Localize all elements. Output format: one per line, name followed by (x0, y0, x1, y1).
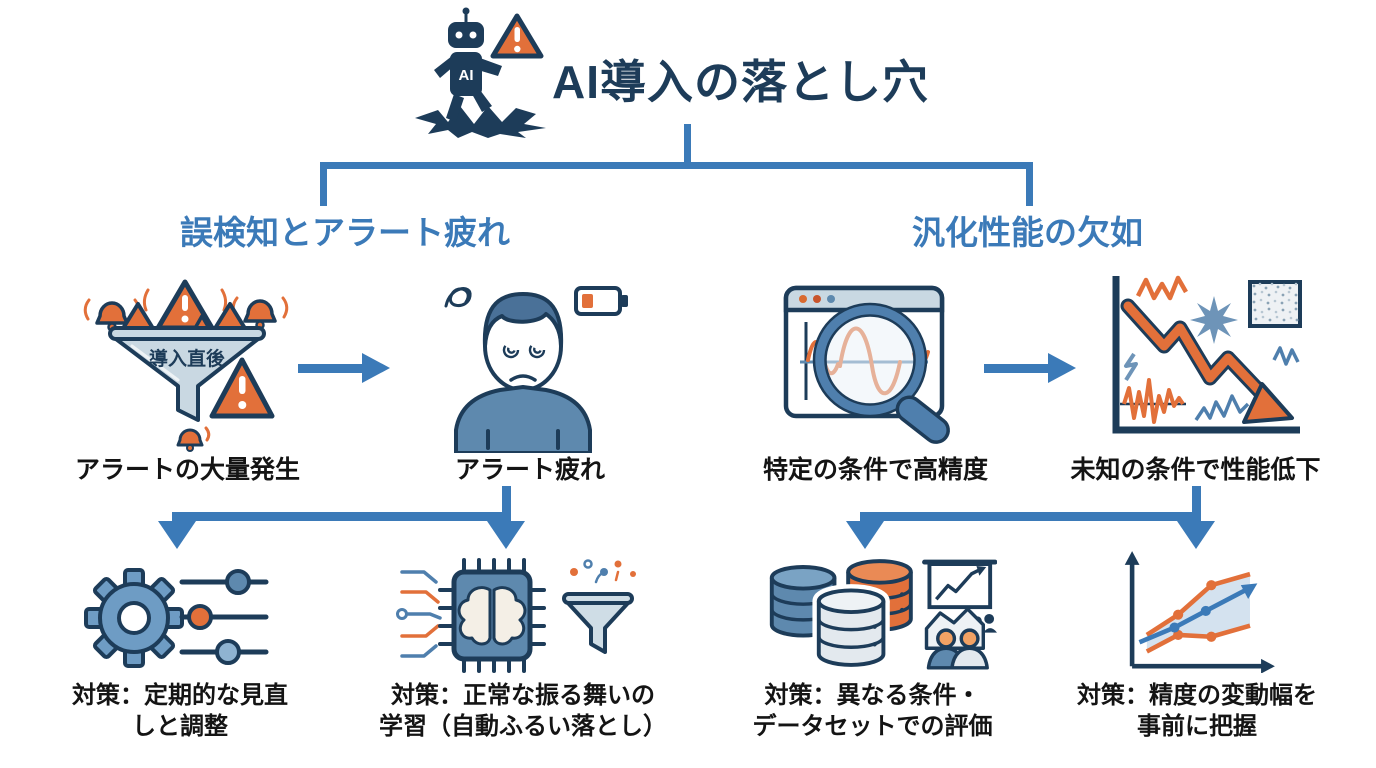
right-cm1-line1: 対策：異なる条件・ (764, 682, 981, 709)
bracket-left-leg (320, 162, 327, 206)
left-flow-arrow-line (298, 364, 364, 373)
left-split-bar (172, 512, 511, 521)
right-branch-header: 汎化性能の欠如 (912, 214, 1143, 251)
left-branch-header: 誤検知とアラート疲れ (180, 214, 510, 251)
left-cm1-label: 対策：定期的な見直 しと調整 (35, 680, 325, 742)
right-split-bar (860, 512, 1201, 521)
page-title: AI導入の落とし穴 (552, 56, 929, 108)
alert-fatigue-person-icon (444, 286, 628, 453)
title-connector-line (684, 124, 691, 164)
robot-pitfall-icon: AI (415, 7, 546, 138)
accuracy-band-chart-icon (1124, 551, 1275, 673)
right-cm2-label: 対策：精度の変動幅を 事前に把握 (1072, 680, 1322, 742)
left-split-stem (502, 486, 511, 518)
funnel-label-text: 導入直後 (149, 347, 226, 370)
left-cm1-line2: しと調整 (132, 713, 228, 740)
right-cm1-label: 対策：異なる条件・ データセットでの評価 (730, 680, 1015, 742)
right-split-arrow2 (1177, 521, 1215, 549)
left-flow-arrow-head (362, 353, 390, 383)
robot-badge-text: AI (459, 67, 474, 84)
browser-magnifier-icon (783, 285, 950, 444)
bracket-right-leg (1026, 162, 1033, 206)
left-node1-label: アラートの大量発生 (74, 456, 300, 484)
alert-funnel-icon: 導入直後 (83, 279, 289, 452)
declining-performance-chart-icon (1112, 275, 1302, 434)
left-cm2-line1: 対策：正常な振る舞いの (391, 682, 655, 709)
right-cm1-line2: データセットでの評価 (752, 713, 993, 740)
brain-chip-filter-icon (396, 558, 636, 673)
bracket-line (320, 162, 1033, 169)
right-split-arrow1 (846, 521, 884, 549)
right-split-stem (1192, 486, 1201, 518)
left-cm2-line2: 学習（自動ふるい落とし） (379, 713, 667, 740)
left-node2-label: アラート疲れ (454, 456, 605, 484)
right-node2-label: 未知の条件で性能低下 (1070, 456, 1321, 484)
right-cm2-line1: 対策：精度の変動幅を (1077, 682, 1317, 709)
datasets-evaluation-icon (769, 559, 997, 672)
left-cm2-label: 対策：正常な振る舞いの 学習（自動ふるい落とし） (368, 680, 678, 742)
left-split-arrow1 (158, 521, 196, 549)
gear-sliders-icon (84, 568, 269, 668)
left-cm1-line1: 対策：定期的な見直 (72, 682, 288, 709)
right-cm2-line2: 事前に把握 (1137, 713, 1257, 740)
right-flow-arrow-line (984, 364, 1050, 373)
left-split-arrow2 (487, 521, 525, 549)
right-node1-label: 特定の条件で高精度 (762, 456, 988, 484)
right-flow-arrow-head (1048, 353, 1076, 383)
